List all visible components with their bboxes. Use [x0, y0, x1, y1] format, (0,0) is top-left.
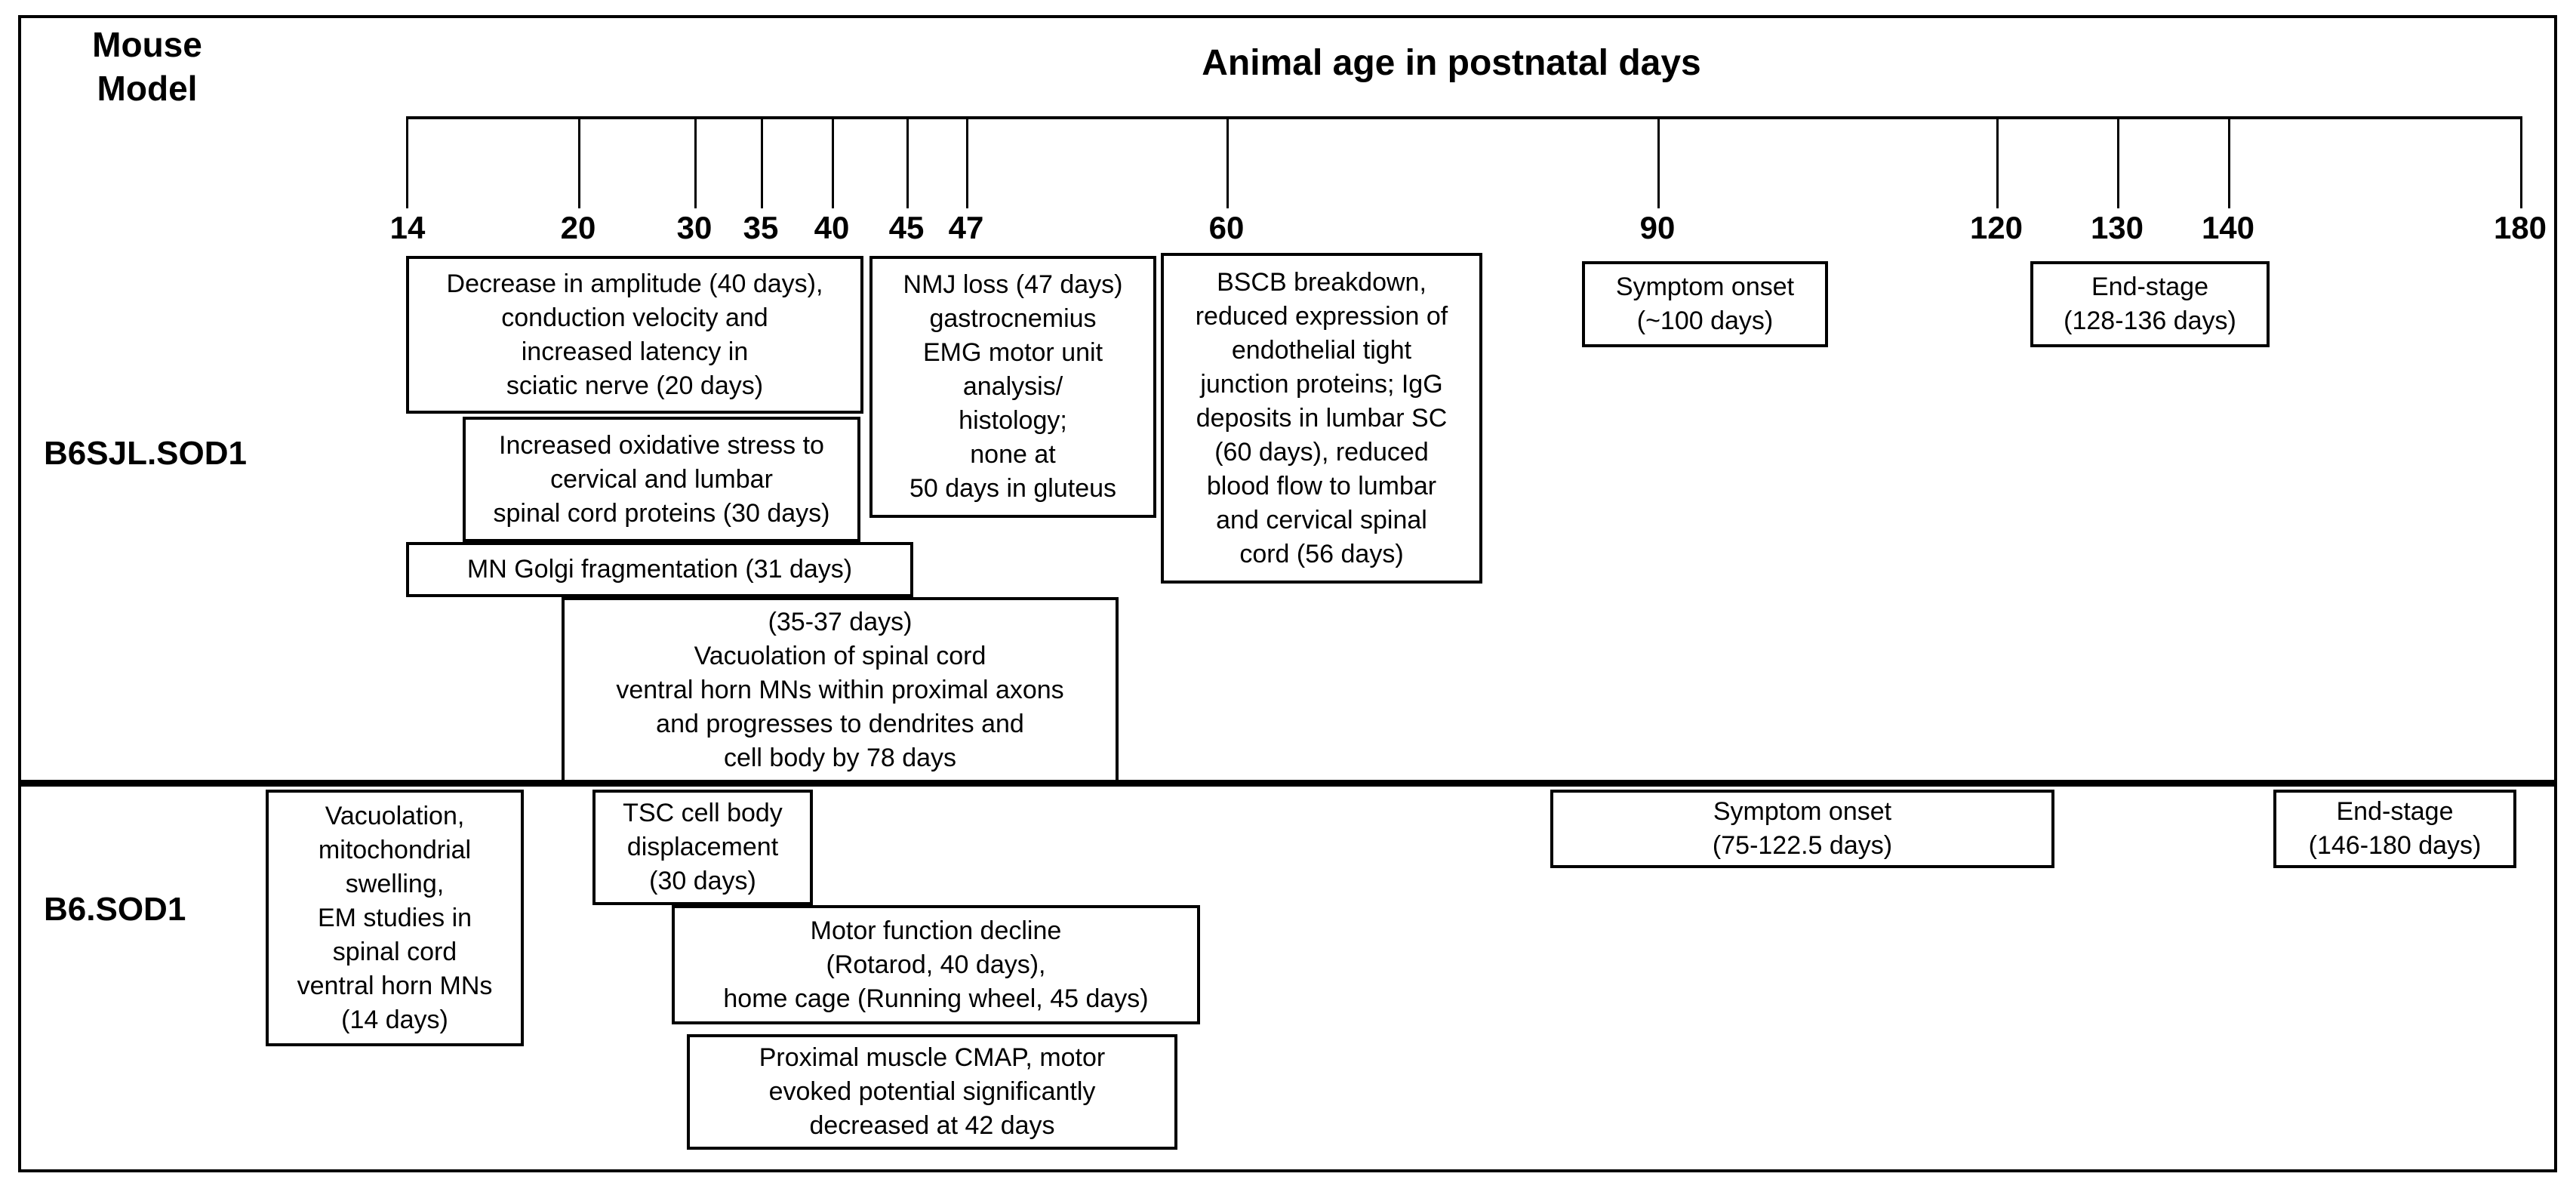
- annotation-box-end-stage-b6sjl: End-stage (128-136 days): [2030, 261, 2270, 347]
- annotation-box-decrease-amplitude: Decrease in amplitude (40 days), conduct…: [406, 256, 863, 414]
- tick-47: [966, 119, 968, 208]
- annotation-box-symptom-onset-b6sjl: Symptom onset (~100 days): [1582, 261, 1828, 347]
- tick-label-35: 35: [743, 210, 779, 245]
- tick-45: [906, 119, 909, 208]
- tick-label-120: 120: [1969, 210, 2024, 245]
- tick-30: [694, 119, 697, 208]
- annotation-box-nmj-loss: NMJ loss (47 days) gastrocnemius EMG mot…: [869, 256, 1156, 518]
- annotation-box-proximal-cmap: Proximal muscle CMAP, motor evoked poten…: [687, 1034, 1177, 1150]
- tick-90: [1657, 119, 1660, 208]
- annotation-box-vacuolation-mito: Vacuolation, mitochondrial swelling, EM …: [266, 790, 524, 1046]
- tick-label-90: 90: [1639, 210, 1676, 245]
- annotation-box-end-stage-b6: End-stage (146-180 days): [2273, 790, 2516, 868]
- tick-14: [406, 119, 408, 208]
- annotation-box-oxidative-stress: Increased oxidative stress to cervical a…: [463, 417, 860, 542]
- row-divider-line: [20, 780, 2556, 787]
- tick-label-40: 40: [814, 210, 850, 245]
- tick-label-47: 47: [948, 210, 984, 245]
- tick-130: [2117, 119, 2119, 208]
- timeline-axis: [406, 116, 2522, 119]
- axis-title: Animal age in postnatal days: [1202, 43, 1701, 83]
- tick-140: [2228, 119, 2230, 208]
- tick-label-180: 180: [2493, 210, 2547, 245]
- annotation-box-golgi-fragmentation: MN Golgi fragmentation (31 days): [406, 542, 913, 597]
- tick-label-60: 60: [1208, 210, 1245, 245]
- tick-label-30: 30: [676, 210, 712, 245]
- tick-180: [2520, 119, 2522, 208]
- tick-40: [832, 119, 834, 208]
- tick-label-45: 45: [888, 210, 925, 245]
- mouse-model-label: Mouse Model: [92, 25, 202, 108]
- annotation-box-motor-decline: Motor function decline (Rotarod, 40 days…: [672, 905, 1200, 1024]
- tick-120: [1996, 119, 1999, 208]
- tick-label-14: 14: [389, 210, 426, 245]
- annotation-box-tsc-displacement: TSC cell body displacement (30 days): [592, 790, 813, 905]
- row-label-b6-sod1: B6.SOD1: [44, 891, 186, 928]
- tick-20: [578, 119, 580, 208]
- annotation-box-symptom-onset-b6: Symptom onset (75-122.5 days): [1550, 790, 2054, 868]
- annotation-box-vacuolation-spinal: (35-37 days) Vacuolation of spinal cord …: [562, 597, 1119, 783]
- tick-60: [1226, 119, 1229, 208]
- tick-35: [761, 119, 763, 208]
- tick-label-140: 140: [2201, 210, 2255, 245]
- tick-label-130: 130: [2090, 210, 2144, 245]
- row-label-b6sjl-sod1: B6SJL.SOD1: [44, 435, 247, 472]
- annotation-box-bscb-breakdown: BSCB breakdown, reduced expression of en…: [1161, 253, 1482, 584]
- tick-label-20: 20: [560, 210, 596, 245]
